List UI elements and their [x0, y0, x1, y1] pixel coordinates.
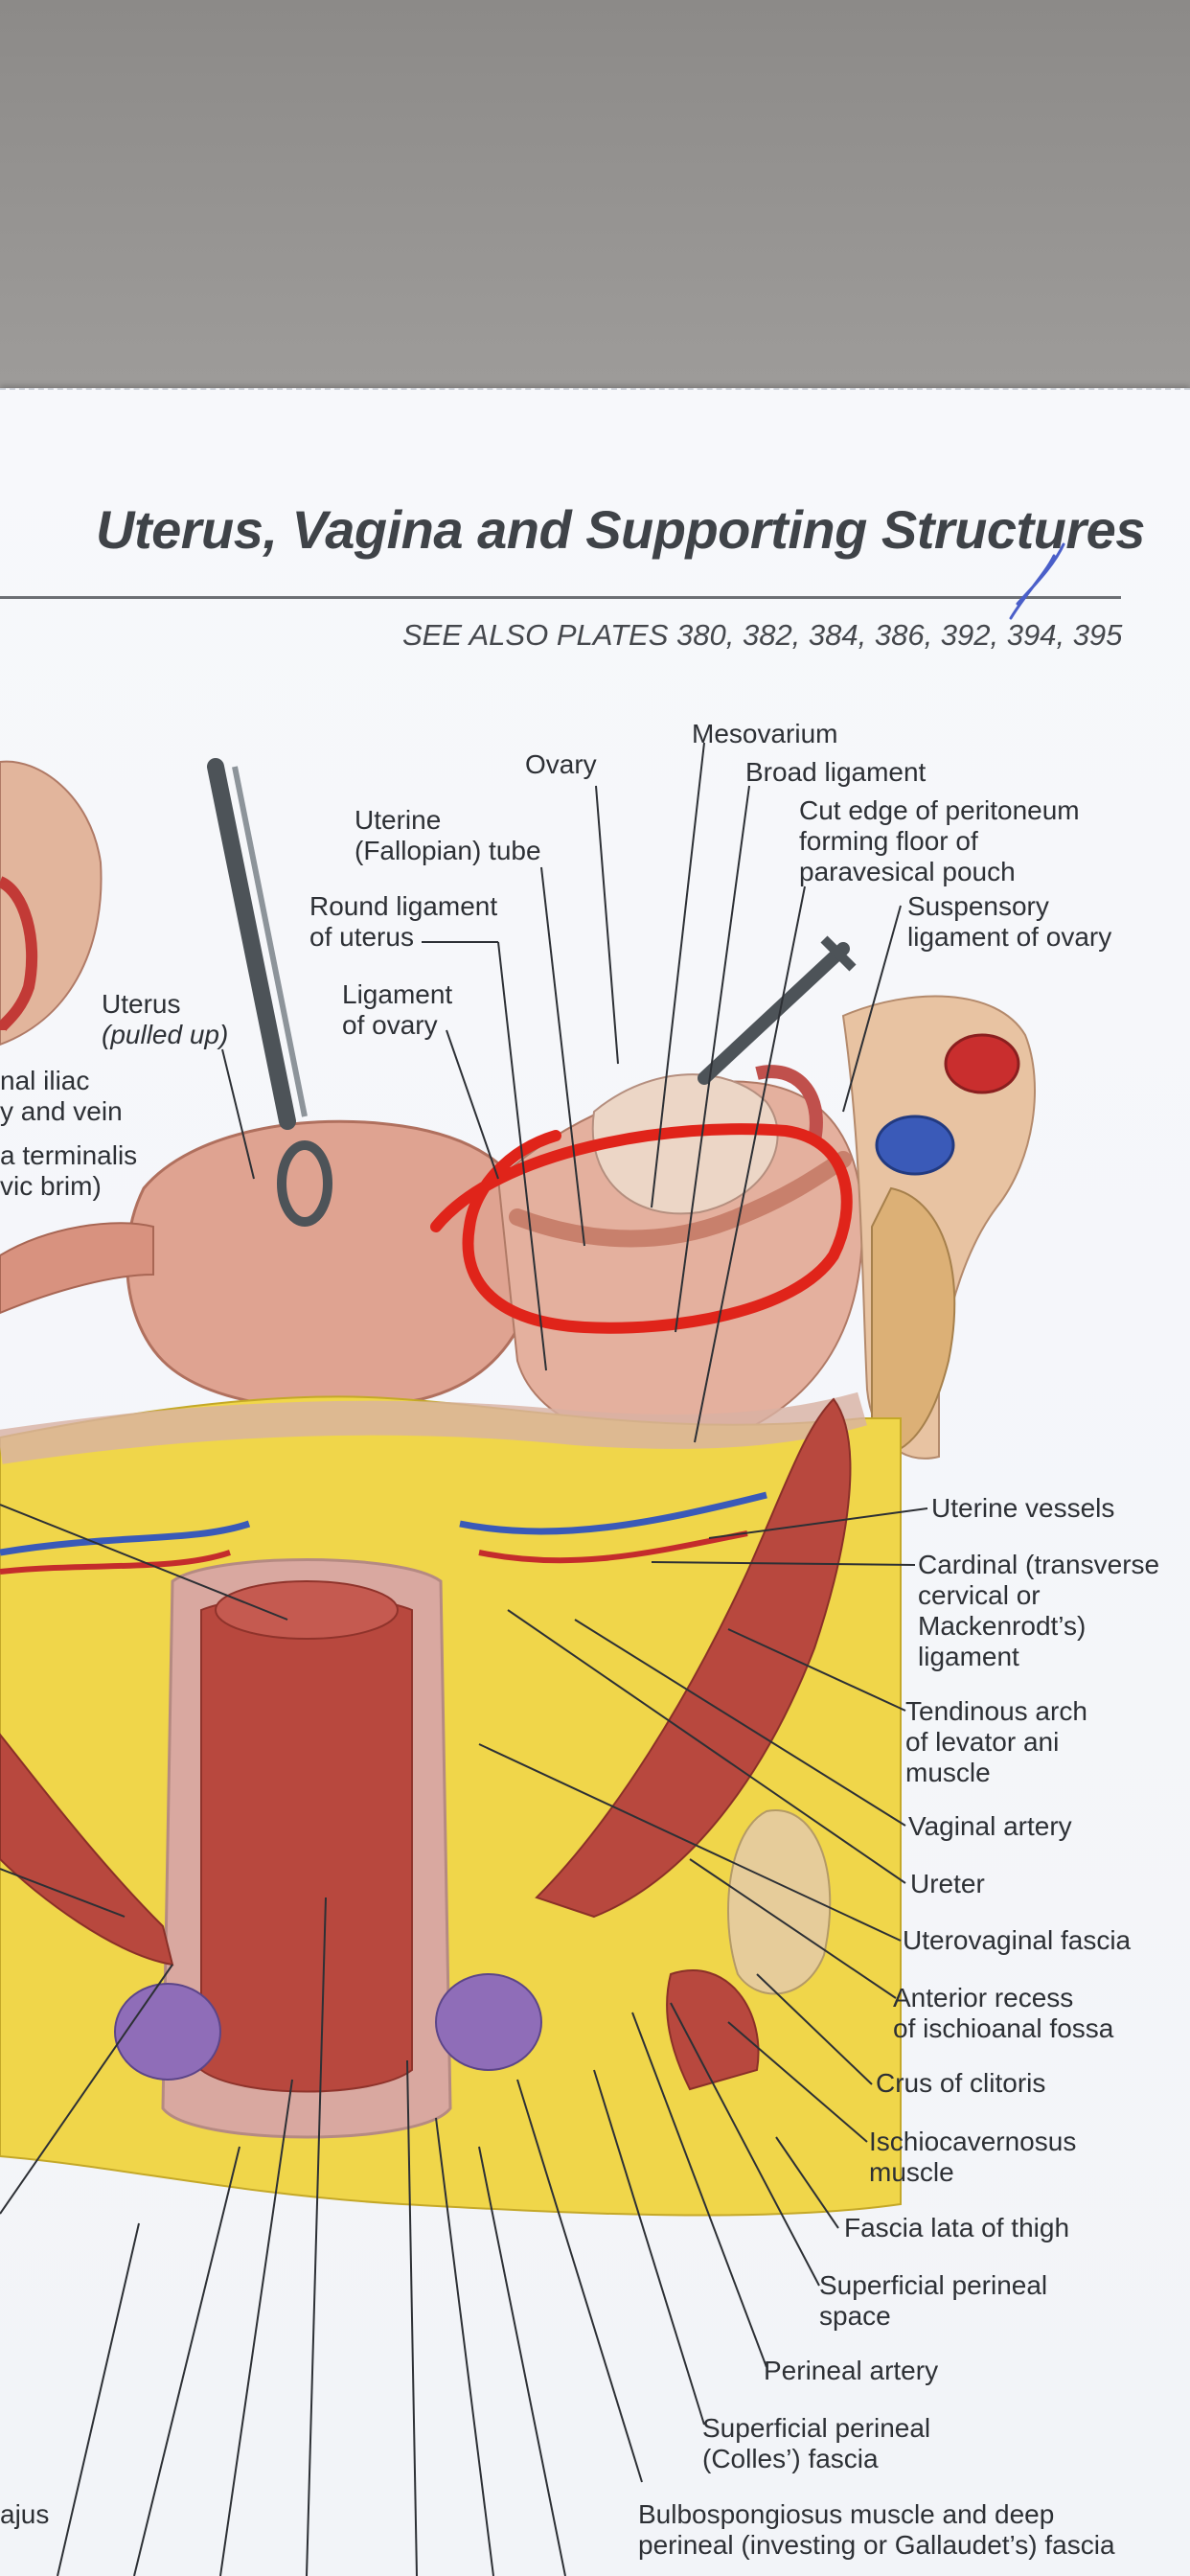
fallopian-tube-right — [509, 1151, 852, 1248]
label-ischiocav-line2: muscle — [869, 2157, 954, 2187]
ovary — [591, 1073, 779, 1215]
label-uterus-line2: (pulled up) — [102, 1020, 229, 1049]
hand-drawn-annotation-circle — [430, 1123, 853, 1334]
label-ajus: ajus — [0, 2499, 50, 2529]
label-bulbo-line2: perineal (investing or Gallaudet’s) fasc… — [638, 2530, 1115, 2560]
label-ligament-ovary-line1: Ligament — [342, 979, 453, 1009]
label-tendinous-arch: Tendinous arch of levator ani muscle — [905, 1696, 1087, 1788]
label-cut-edge-peritoneum: Cut edge of peritoneum forming floor of … — [799, 795, 1080, 887]
label-tendinous-line1: Tendinous arch — [905, 1696, 1087, 1726]
label-cardinal-line3: Mackenrodt’s) — [918, 1611, 1087, 1641]
cervix — [215, 1580, 399, 1640]
label-colles-line2: (Colles’) fascia — [702, 2444, 879, 2473]
label-ligament-ovary-line2: of ovary — [342, 1010, 438, 1040]
label-bulbospongiosus: Bulbospongiosus muscle and deep perineal… — [638, 2499, 1115, 2561]
label-ovary: Ovary — [525, 749, 597, 779]
label-perineal-artery: Perineal artery — [764, 2356, 939, 2385]
ischiocavernosus-right — [666, 1969, 760, 2091]
forceps-right — [698, 935, 857, 1085]
label-uterine-tube-line2: (Fallopian) tube — [355, 836, 541, 865]
label-uterine-vessels: Uterine vessels — [931, 1493, 1115, 1523]
label-fascia-lata: Fascia lata of thigh — [844, 2213, 1070, 2242]
label-iliac-vessels: nal iliac y and vein — [0, 1066, 123, 1127]
label-round-ligament: Round ligament of uterus — [309, 891, 497, 953]
pen-scribble-mark — [1009, 542, 1065, 620]
label-cut-edge-line2: forming floor of — [799, 826, 978, 856]
label-sup-space-line2: space — [819, 2301, 891, 2331]
label-round-ligament-line1: Round ligament — [309, 891, 498, 921]
peritoneal-layer — [0, 1392, 867, 1464]
vaginal-wall — [200, 1595, 413, 2093]
label-bulbo-line1: Bulbospongiosus muscle and deep — [638, 2499, 1055, 2529]
label-cut-edge-line1: Cut edge of peritoneum — [799, 795, 1080, 825]
levator-ani-left — [0, 1733, 174, 1966]
page-perforated-edge — [0, 388, 1190, 403]
label-uterovaginal-fascia: Uterovaginal fascia — [903, 1925, 1132, 1955]
label-uterus: Uterus (pulled up) — [102, 989, 228, 1050]
label-broad-ligament: Broad ligament — [745, 757, 927, 787]
table-surface-background — [0, 0, 1190, 402]
label-uterine-tube: Uterine (Fallopian) tube — [355, 805, 541, 866]
label-linea-terminalis: a terminalis vic brim) — [0, 1140, 137, 1202]
label-suspensory-line1: Suspensory — [907, 891, 1049, 921]
see-also-reference: SEE ALSO PLATES 380, 382, 384, 386, 392,… — [402, 618, 1123, 652]
label-iliac-line1: nal iliac — [0, 1066, 90, 1095]
label-ligament-of-ovary: Ligament of ovary — [342, 979, 452, 1041]
label-iliac-line2: y and vein — [0, 1096, 123, 1126]
label-ureter: Ureter — [910, 1869, 985, 1898]
external-iliac-artery — [944, 1033, 1020, 1094]
label-cardinal-line4: ligament — [918, 1642, 1019, 1671]
label-superficial-perineal-space: Superficial perineal space — [819, 2270, 1047, 2332]
label-suspensory-ligament: Suspensory ligament of ovary — [907, 891, 1111, 953]
label-uterine-tube-line1: Uterine — [355, 805, 442, 835]
label-crus-of-clitoris: Crus of clitoris — [876, 2068, 1046, 2098]
label-terminalis-line2: vic brim) — [0, 1171, 102, 1201]
label-ischiocavernosus: Ischiocavernosus muscle — [869, 2127, 1076, 2188]
label-anterior-recess: Anterior recess of ischioanal fossa — [893, 1983, 1113, 2044]
label-anterior-recess-line2: of ischioanal fossa — [893, 2013, 1114, 2043]
label-cardinal-line1: Cardinal (transverse — [918, 1550, 1160, 1579]
label-colles-line1: Superficial perineal — [702, 2413, 931, 2443]
forceps-left — [207, 758, 332, 1227]
plate-title: Uterus, Vagina and Supporting Structures — [96, 499, 1145, 560]
label-sup-space-line1: Superficial perineal — [819, 2270, 1048, 2300]
label-tendinous-line3: muscle — [905, 1758, 991, 1787]
fimbriae — [755, 1065, 823, 1142]
label-tendinous-line2: of levator ani — [905, 1727, 1060, 1757]
leader-lines — [0, 742, 928, 2576]
title-divider — [0, 596, 1121, 599]
iliac-vessels-left — [0, 876, 38, 1033]
label-uterus-line1: Uterus — [102, 989, 181, 1019]
label-terminalis-line1: a terminalis — [0, 1140, 138, 1170]
label-superficial-perineal-fascia: Superficial perineal (Colles’) fascia — [702, 2413, 930, 2474]
crus-clitoris-left — [114, 1983, 221, 2081]
label-cardinal-ligament: Cardinal (transverse cervical or Mackenr… — [918, 1550, 1159, 1672]
uterine-vessels-blue — [0, 1491, 767, 1556]
crus-clitoris-right — [435, 1973, 542, 2071]
label-anterior-recess-line1: Anterior recess — [893, 1983, 1074, 2012]
ischial-bone-right — [727, 1809, 832, 1995]
external-iliac-vein — [875, 1115, 955, 1176]
label-suspensory-line2: ligament of ovary — [907, 922, 1112, 952]
label-mesovarium: Mesovarium — [692, 719, 838, 748]
label-cardinal-line2: cervical or — [918, 1580, 1041, 1610]
uterine-tube-left — [0, 1222, 154, 1315]
label-vaginal-artery: Vaginal artery — [908, 1811, 1072, 1841]
label-round-ligament-line2: of uterus — [309, 922, 414, 952]
label-ischiocav-line1: Ischiocavernosus — [869, 2127, 1077, 2156]
uterine-vessels-red — [0, 1530, 748, 1575]
label-cut-edge-line3: paravesical pouch — [799, 857, 1016, 886]
uterus — [126, 1119, 538, 1411]
